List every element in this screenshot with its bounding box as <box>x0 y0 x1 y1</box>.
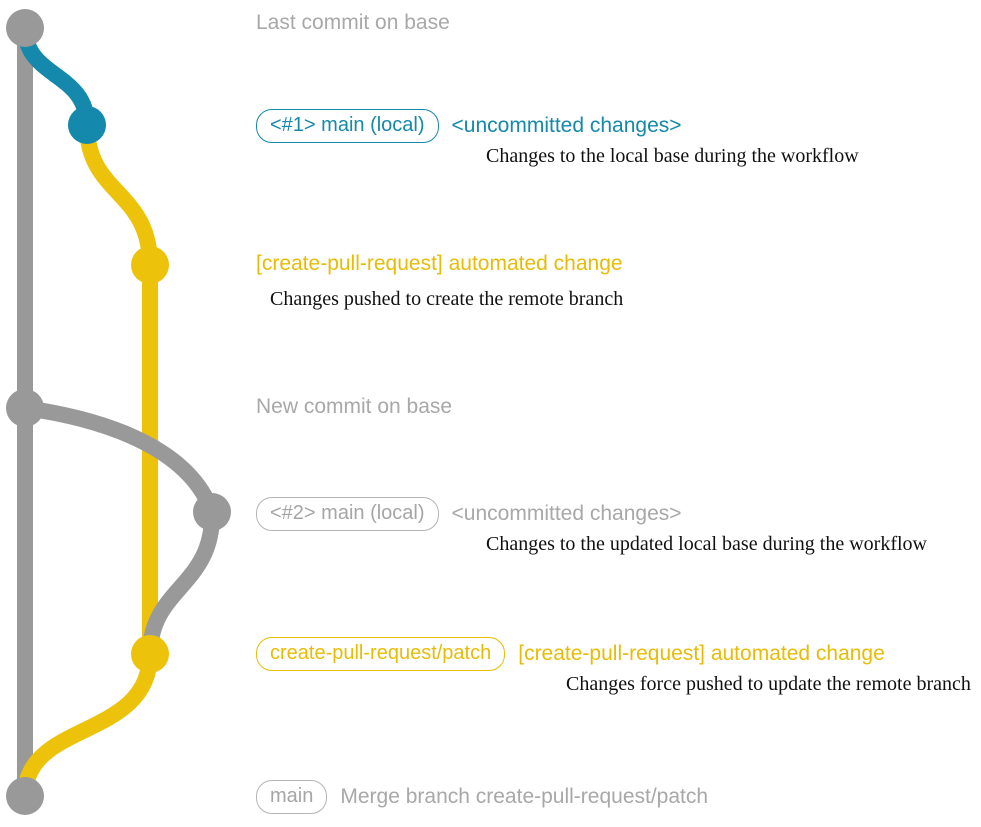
branch-badge-main[interactable]: main <box>256 780 328 814</box>
commit-row: [create-pull-request] automated change <box>256 252 623 275</box>
commit-subject: [create-pull-request] automated change <box>518 641 885 665</box>
commit-row: <#2> main (local) <uncommitted changes> <box>256 497 682 531</box>
commit-subject: <uncommitted changes> <box>451 113 682 137</box>
row-head: <#2> main (local) <uncommitted changes> <box>256 497 682 531</box>
commit-row: New commit on base <box>256 395 453 418</box>
commit-subject: [create-pull-request] automated change <box>256 252 623 275</box>
row-head: <#1> main (local) <uncommitted changes> <box>256 109 682 143</box>
branch-badge-local-1[interactable]: <#1> main (local) <box>256 109 439 143</box>
commit-row: <#1> main (local) <uncommitted changes> <box>256 109 682 143</box>
row-head: create-pull-request/patch [create-pull-r… <box>256 637 885 671</box>
commit-row: main Merge branch create-pull-request/pa… <box>256 780 708 814</box>
commit-description: Changes to the local base during the wor… <box>486 145 859 167</box>
commit-description: Changes force pushed to update the remot… <box>566 673 971 695</box>
branch-badge-patch[interactable]: create-pull-request/patch <box>256 637 506 671</box>
commit-row: create-pull-request/patch [create-pull-r… <box>256 637 885 671</box>
commit-description: Changes to the updated local base during… <box>486 533 927 555</box>
commit-description: Changes pushed to create the remote bran… <box>270 288 624 310</box>
commit-subject: Merge branch create-pull-request/patch <box>340 784 709 808</box>
row-head: New commit on base <box>256 395 453 418</box>
row-head: Last commit on base <box>256 11 450 34</box>
commit-subject: <uncommitted changes> <box>451 501 682 525</box>
row-head: main Merge branch create-pull-request/pa… <box>256 780 708 814</box>
commit-subject: Last commit on base <box>256 11 450 34</box>
commit-subject: New commit on base <box>256 395 453 418</box>
commit-row: Last commit on base <box>256 11 450 34</box>
branch-badge-local-2[interactable]: <#2> main (local) <box>256 497 439 531</box>
row-head: [create-pull-request] automated change <box>256 252 623 275</box>
